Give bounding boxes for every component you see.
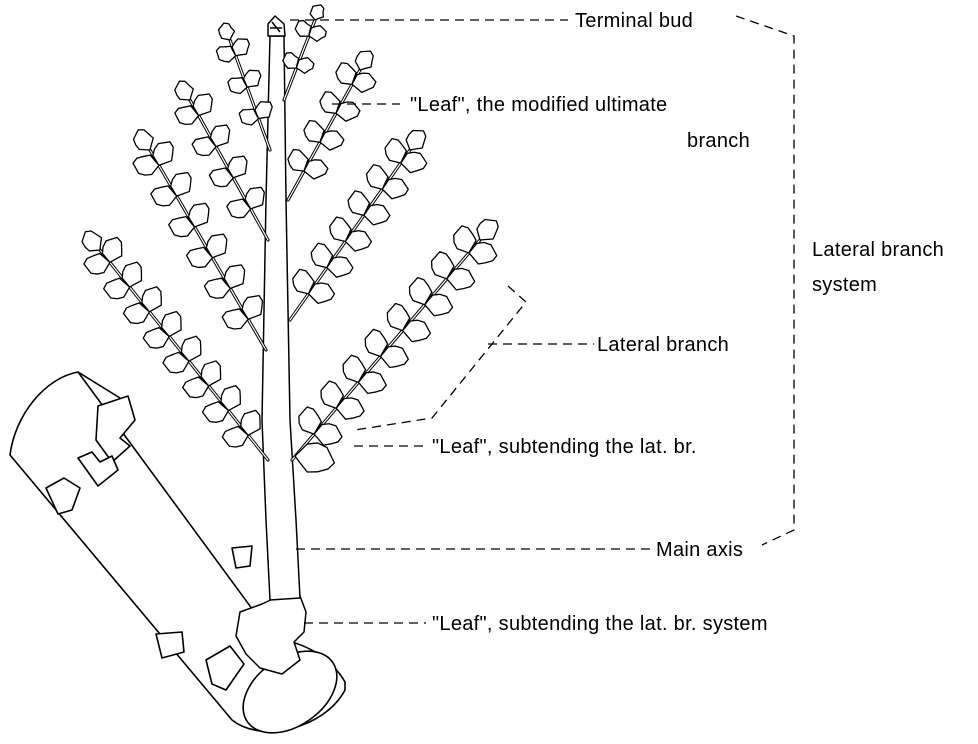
leaflet xyxy=(130,125,158,155)
log-stub xyxy=(232,546,252,568)
label-leaf-ultimate-line1: "Leaf", the modified ultimate xyxy=(410,94,667,116)
label-lateral-branch-system-line2: system xyxy=(812,274,877,296)
label-main-axis: Main axis xyxy=(656,539,743,561)
main-axis xyxy=(262,36,300,600)
labels: Terminal bud "Leaf", the modified ultima… xyxy=(410,10,944,635)
leaflet xyxy=(472,214,503,246)
leaflet xyxy=(217,21,237,43)
lateral-branches xyxy=(78,2,504,476)
label-terminal-bud: Terminal bud xyxy=(575,10,693,32)
label-lateral-branch-system-line1: Lateral branch xyxy=(812,239,944,261)
label-leaf-ultimate-line2: branch xyxy=(687,130,750,152)
terminal-bud xyxy=(268,16,285,36)
label-leaf-subtending-branch: "Leaf", subtending the lat. br. xyxy=(432,436,697,458)
leaflet xyxy=(172,77,198,104)
branchlet-core xyxy=(230,40,270,150)
leaflet xyxy=(352,47,378,74)
bracket-lateral-branch-system xyxy=(736,16,794,545)
label-leaf-subtending-system: "Leaf", subtending the lat. br. system xyxy=(432,613,768,635)
leaflet xyxy=(293,439,338,476)
label-lateral-branch: Lateral branch xyxy=(597,334,729,356)
